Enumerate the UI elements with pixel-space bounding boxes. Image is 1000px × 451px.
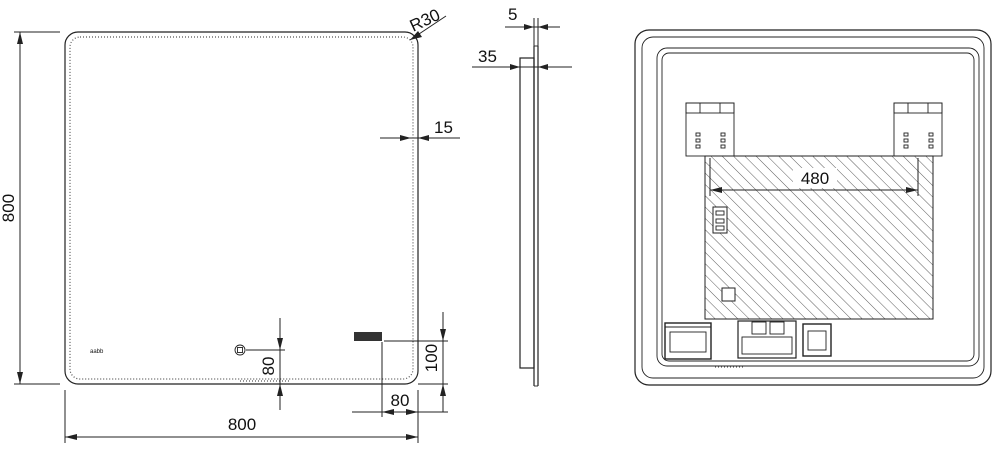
dim-led-strip: 15	[380, 118, 460, 141]
dim-width-800: 800	[64, 390, 419, 443]
dim-display-side: 80	[352, 342, 448, 417]
dim-height-label: 800	[0, 194, 18, 222]
dim-mount-span: 480	[709, 158, 919, 196]
clock-display	[354, 332, 382, 341]
dim-corner-radius-label: R30	[407, 5, 443, 35]
dim-led-strip-label: 15	[434, 118, 453, 137]
rear-inner-frame-2	[656, 47, 980, 367]
dim-display-bottom-label: 100	[422, 344, 441, 372]
sensor-box	[721, 287, 736, 302]
touch-button	[234, 344, 246, 356]
dim-display-side-label: 80	[391, 391, 410, 410]
dim-width-label: 800	[228, 415, 256, 434]
dim-height-800: 800	[0, 31, 60, 385]
dim-button-offset-label: 80	[259, 357, 278, 376]
mirror-outline	[64, 31, 419, 385]
dim-depth: 35	[472, 47, 572, 72]
led-strip-border	[69, 36, 414, 380]
side-view: 5 35	[472, 5, 572, 387]
dim-glass-label: 5	[508, 5, 517, 24]
rear-outer-frame	[634, 29, 992, 386]
front-view: aabb 800 800 R30	[0, 5, 460, 443]
control-box	[802, 323, 832, 357]
rear-inner-frame-1	[641, 36, 985, 379]
dim-mount-span-label: 480	[801, 169, 829, 188]
side-frame	[519, 57, 535, 369]
connector-block	[712, 206, 728, 234]
mount-bracket-right	[893, 102, 943, 157]
mount-bracket-left	[685, 102, 735, 157]
dim-depth-label: 35	[478, 47, 497, 66]
rear-view: 480	[634, 29, 992, 386]
logo-label: aabb	[90, 349, 104, 355]
dim-display-bottom: 100	[384, 312, 448, 412]
dim-button-offset: 80	[246, 318, 285, 410]
rear-inner-frame-3	[661, 52, 975, 362]
driver-module	[737, 320, 797, 359]
dim-glass: 5	[505, 5, 560, 46]
power-supply-box	[664, 322, 712, 360]
